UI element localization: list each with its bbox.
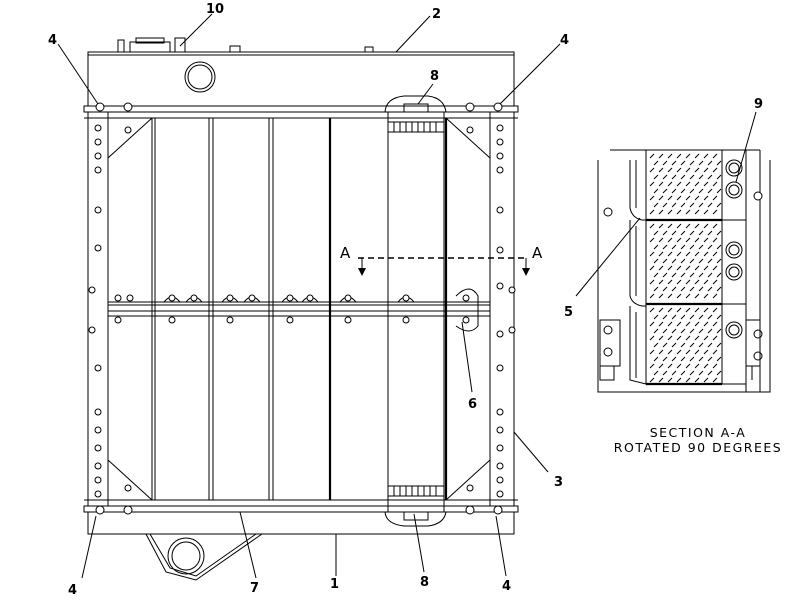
callout-7: 7 [250, 581, 259, 596]
callout-3: 3 [554, 475, 563, 490]
section-mark-left: A [340, 244, 351, 262]
callout-6: 6 [468, 397, 477, 412]
bolts [88, 102, 516, 515]
callout-10: 10 [206, 2, 224, 17]
top-rail [83, 105, 519, 119]
callout-5: 5 [564, 305, 573, 320]
callout-9: 9 [754, 97, 763, 112]
callout-4-top-left: 4 [48, 33, 57, 48]
section-caption-line1: SECTION A-A [650, 425, 747, 440]
callout-4-bottom-right: 4 [502, 579, 511, 594]
callout-8-top: 8 [430, 69, 439, 84]
callout-4-bottom-left: 4 [68, 583, 77, 598]
bottom-tank [83, 499, 519, 581]
callout-2: 2 [432, 7, 441, 22]
callout-8-bottom: 8 [420, 575, 429, 590]
radiator-front-view [57, 13, 561, 581]
section-mark-right: A [532, 244, 543, 262]
section-cut-line [358, 257, 530, 276]
section-caption-line2: ROTATED 90 DEGREES [614, 440, 782, 455]
leader-lines [57, 13, 561, 579]
fin-pattern [649, 153, 722, 383]
core-sections [151, 95, 448, 527]
middle-crossbar [107, 288, 491, 332]
callout-labels: 10 2 4 4 8 9 5 6 3 4 7 1 8 4 A A SECTION… [48, 2, 782, 598]
callout-4-top-right: 4 [560, 33, 569, 48]
section-a-a-detail [575, 111, 771, 393]
top-tank [87, 37, 515, 107]
callout-1: 1 [330, 577, 339, 592]
